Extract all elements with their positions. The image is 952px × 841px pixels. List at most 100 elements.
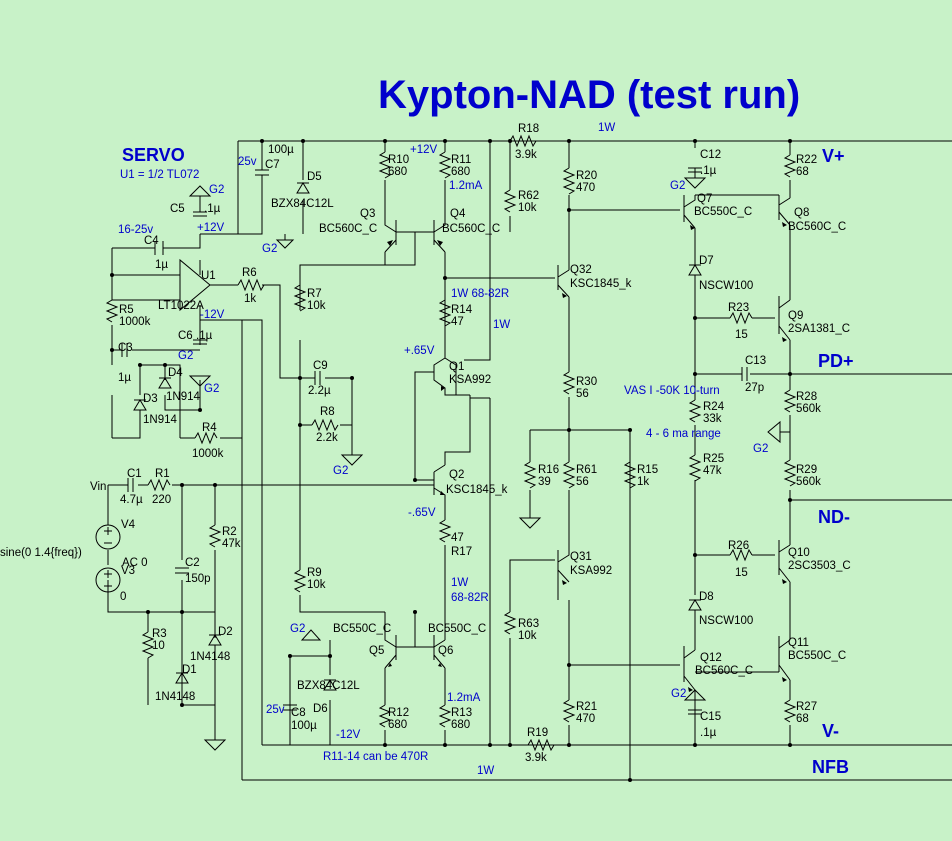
value-label: 1000k <box>119 316 151 328</box>
net-p65: +.65V <box>404 345 435 357</box>
capacitors <box>121 167 748 715</box>
gnd-label: G2 <box>671 688 686 700</box>
ref-label: R15 <box>637 464 658 476</box>
ref-label: R1 <box>155 468 170 480</box>
value-label: KSA992 <box>449 374 491 386</box>
net-p12a: +12V <box>410 144 438 156</box>
value-label: 470 <box>576 713 595 725</box>
value-label: 3.9k <box>525 752 547 764</box>
ref-label: R13 <box>451 707 472 719</box>
value-label: 56 <box>576 388 589 400</box>
value-label: BC550C_C <box>788 650 846 662</box>
ref-label: D6 <box>313 703 328 715</box>
value-label: 15 <box>735 329 748 341</box>
sources <box>95 524 121 593</box>
value-label: BC560C_C <box>788 221 846 233</box>
value-label: 68 <box>796 713 809 725</box>
value-label: 33k <box>703 413 722 425</box>
value-label: 2SC3503_C <box>788 560 851 572</box>
resistors <box>105 134 797 752</box>
value-label: NSCW100 <box>699 615 753 627</box>
ref-label: R25 <box>703 453 724 465</box>
gnd-label: G2 <box>753 443 768 455</box>
ref-label: Q9 <box>788 310 803 322</box>
value-label: 470 <box>576 182 595 194</box>
schematic-title: Kypton-NAD (test run) <box>378 73 800 117</box>
value-label: LT1022A <box>158 300 204 312</box>
value-label: 27p <box>745 382 764 394</box>
net-m12a: -12V <box>200 309 225 321</box>
value-label: 47k <box>222 538 241 550</box>
ref-label: C1 <box>127 468 142 480</box>
nfb-port: NFB <box>812 757 849 777</box>
note-source: sine(0 1.4{freq}) <box>0 547 82 559</box>
note-u1: U1 = 1/2 TL072 <box>120 169 199 181</box>
ref-label: R18 <box>518 123 539 135</box>
ref-label: Q2 <box>449 469 464 481</box>
ref-label: R30 <box>576 376 597 388</box>
value-label: 10k <box>518 202 537 214</box>
value-label: 680 <box>388 719 407 731</box>
ref-label: Q8 <box>794 207 809 219</box>
ref-label: R17 <box>451 546 472 558</box>
ref-label: Q31 <box>570 551 592 563</box>
value-label: .1µ <box>700 727 717 739</box>
note-range: 4 - 6 ma range <box>646 428 721 440</box>
ref-label: D8 <box>699 591 714 603</box>
gnd-label: G2 <box>204 383 219 395</box>
value-label: 56 <box>576 476 589 488</box>
value-label: 1N914 <box>166 391 200 403</box>
note-ac: AC 0 <box>122 557 148 569</box>
net-m12b: -12V <box>336 729 361 741</box>
net-v25b: 25v <box>266 704 285 716</box>
ref-label: R5 <box>119 304 134 316</box>
value-label: BC550C_C <box>694 206 752 218</box>
value-label: 47 <box>451 316 464 328</box>
value-label: 150p <box>185 573 211 585</box>
gnd-label: G2 <box>333 465 348 477</box>
value-label: 1k <box>637 476 649 488</box>
ref-label: Q3 <box>360 208 375 220</box>
ref-label: C3 <box>118 342 133 354</box>
ref-label: R16 <box>538 464 559 476</box>
gnd-label: G2 <box>670 180 685 192</box>
ref-label: R10 <box>388 154 409 166</box>
ref-label: Q10 <box>788 547 810 559</box>
ref-label: R2 <box>222 526 237 538</box>
ref-label: R62 <box>518 190 539 202</box>
servo-label: SERVO <box>122 145 185 165</box>
ref-label: R7 <box>307 288 322 300</box>
value-label: 1000k <box>192 448 224 460</box>
ref-label: Q1 <box>449 361 464 373</box>
ref-label: R22 <box>796 154 817 166</box>
ref-label: U1 <box>201 270 216 282</box>
ref-label: R29 <box>796 464 817 476</box>
net-w6882b: 68-82R <box>451 592 489 604</box>
ref-label: R24 <box>703 401 725 413</box>
ref-label: R11 <box>451 154 471 166</box>
value-label: 2.2k <box>316 432 338 444</box>
ref-label: Q5 <box>369 645 384 657</box>
ref-label: Q7 <box>697 193 712 205</box>
net-w1d: 1W <box>477 765 494 777</box>
ref-label: C12 <box>700 149 721 161</box>
net-ma2: 1.2mA <box>447 692 481 704</box>
component-labels: R18 3.9k R19 3.9k R10 680 R11 680 R12 68… <box>118 123 851 764</box>
value-label: 4.7µ <box>120 494 143 506</box>
value-label: 10 <box>152 640 165 652</box>
ref-label: D1 <box>182 664 197 676</box>
vplus-port: V+ <box>822 146 845 166</box>
ref-label: R27 <box>796 701 817 713</box>
value-label: 1µ <box>155 259 168 271</box>
ref-label: R6 <box>242 267 257 279</box>
value-label: 560k <box>796 403 821 415</box>
transistor-arrows <box>387 222 787 692</box>
ref-label: C7 <box>265 159 280 171</box>
value-label: 680 <box>388 166 407 178</box>
ref-label: D2 <box>218 626 233 638</box>
value-label: BC550C_C <box>428 623 486 635</box>
value-label: 3.9k <box>515 149 537 161</box>
note-vas: VAS I -50K 10-turn <box>624 385 720 397</box>
vminus-port: V- <box>822 721 839 741</box>
